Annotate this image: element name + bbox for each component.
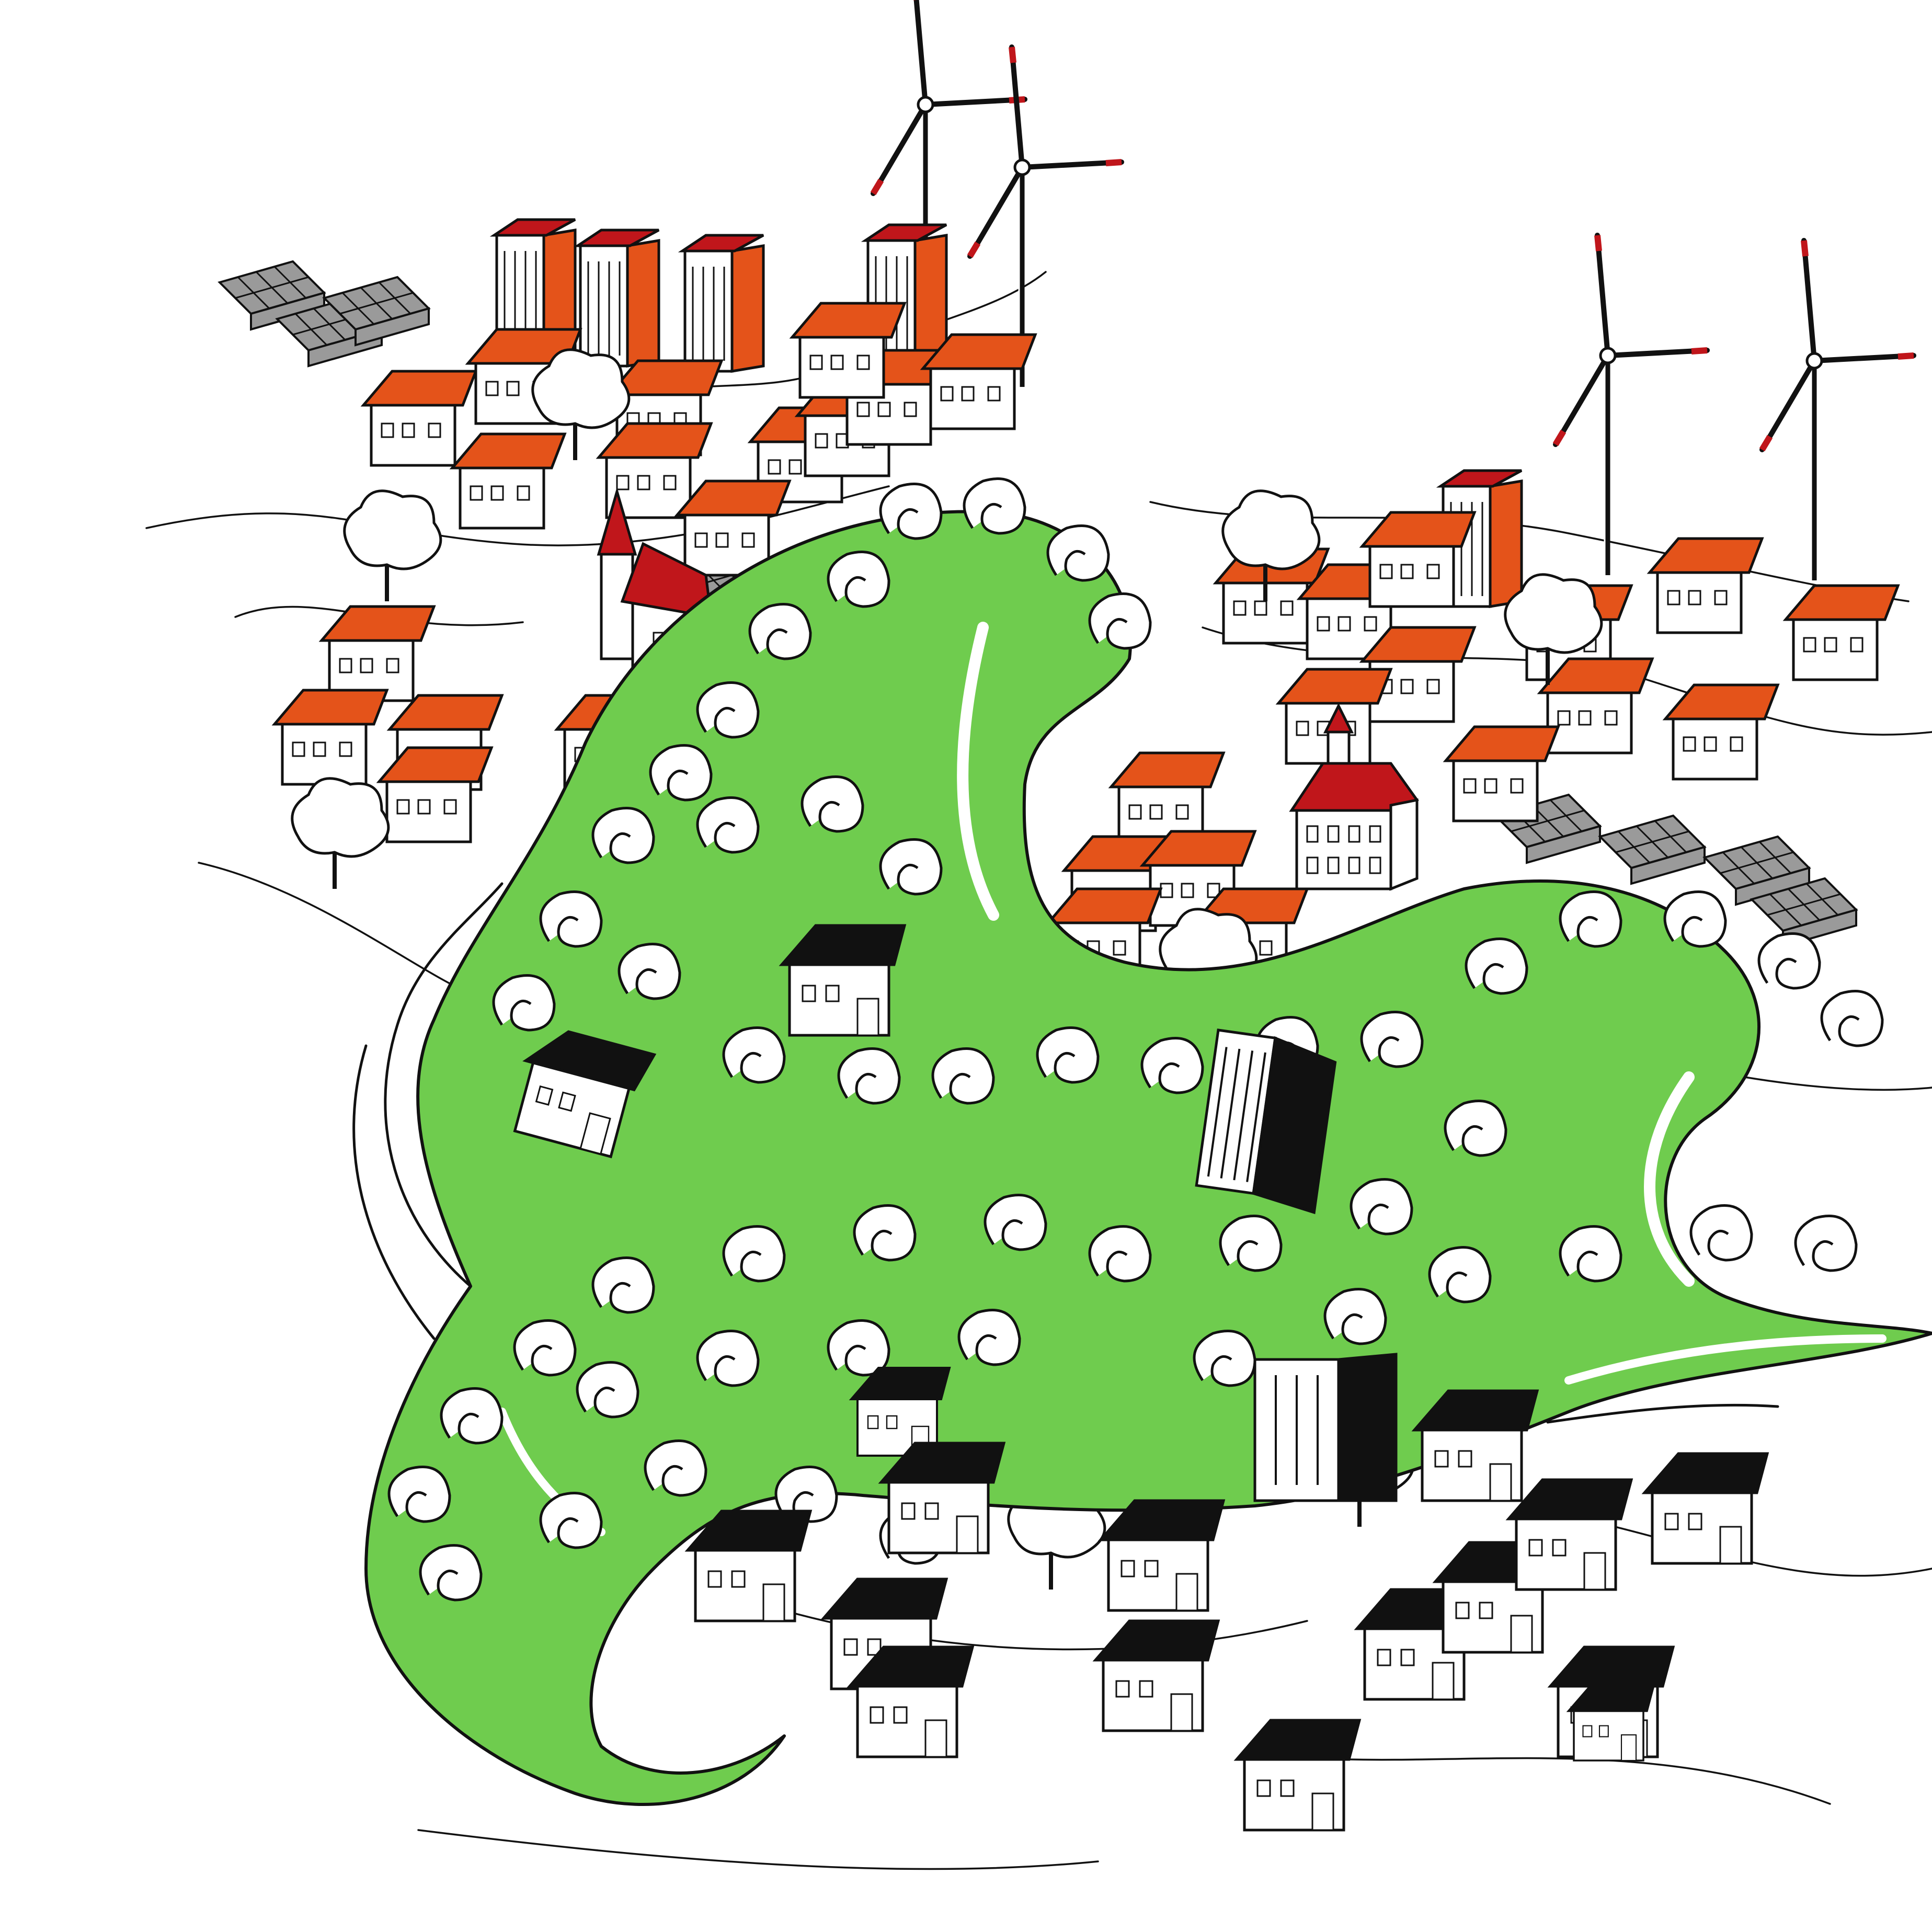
apartment-block-icon — [1253, 1353, 1398, 1502]
house-icon — [1095, 1621, 1218, 1731]
house-icon — [1644, 1454, 1767, 1563]
tree-icon — [292, 779, 388, 889]
house-icon — [1237, 1720, 1359, 1830]
tree-icon — [345, 491, 441, 601]
house-icon — [1540, 659, 1652, 753]
house-icon — [1101, 1501, 1224, 1610]
house-icon — [322, 607, 434, 701]
house-icon — [850, 1647, 973, 1757]
house-icon — [363, 371, 476, 465]
house-icon — [688, 1511, 810, 1621]
town-hall-icon — [1289, 703, 1419, 891]
apartment-block-icon — [1195, 1028, 1337, 1215]
wind-turbine-icon — [1556, 235, 1707, 575]
house-icon — [1650, 539, 1762, 633]
house-icon — [782, 925, 905, 1035]
wind-turbine-icon — [1762, 241, 1914, 580]
apartment-block-icon — [578, 230, 659, 366]
house-icon — [379, 748, 491, 842]
house-icon — [881, 1443, 1004, 1553]
house-icon — [275, 690, 387, 784]
apartment-block-icon — [682, 235, 763, 371]
house-icon — [1665, 685, 1778, 779]
house-icon — [452, 434, 565, 528]
house-icon — [1567, 1683, 1655, 1762]
solar-panel-icon — [1599, 815, 1706, 885]
house-icon — [1414, 1391, 1537, 1501]
house-icon — [1508, 1480, 1631, 1590]
house-icon — [1786, 586, 1898, 680]
